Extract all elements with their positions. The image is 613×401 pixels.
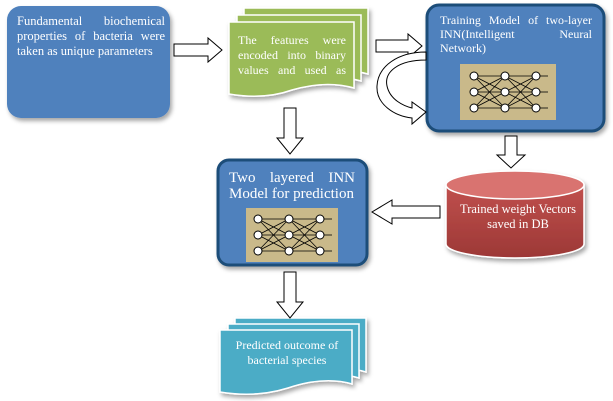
training-label: Training Model of two-layer INN(Intellig… bbox=[440, 13, 592, 55]
arrow-prediction-to-outcome bbox=[275, 271, 305, 319]
weights-db-cylinder bbox=[445, 170, 585, 259]
weights-db-label: Trained weight Vectors saved in DB bbox=[460, 202, 576, 231]
prediction-model-label: Two layered INN Model for prediction bbox=[229, 170, 355, 202]
arrow-encoding-to-prediction bbox=[275, 107, 305, 155]
arrow-params-to-encoding bbox=[173, 36, 223, 64]
encoding-document-stack bbox=[228, 7, 369, 97]
training-loop-arrow bbox=[376, 51, 427, 126]
parameters-label: Fundamental biochemical properties of ba… bbox=[17, 14, 165, 58]
outcome-document-stack bbox=[219, 317, 367, 395]
arrow-db-to-prediction bbox=[371, 199, 441, 225]
outcome-label: Predicted outcome of bacterial species bbox=[235, 338, 339, 367]
arrow-training-to-db bbox=[495, 135, 527, 169]
parameters-box bbox=[7, 6, 170, 118]
arrow-encoding-to-training bbox=[375, 32, 423, 60]
encoding-label: The features were encoded into binary va… bbox=[238, 33, 346, 77]
